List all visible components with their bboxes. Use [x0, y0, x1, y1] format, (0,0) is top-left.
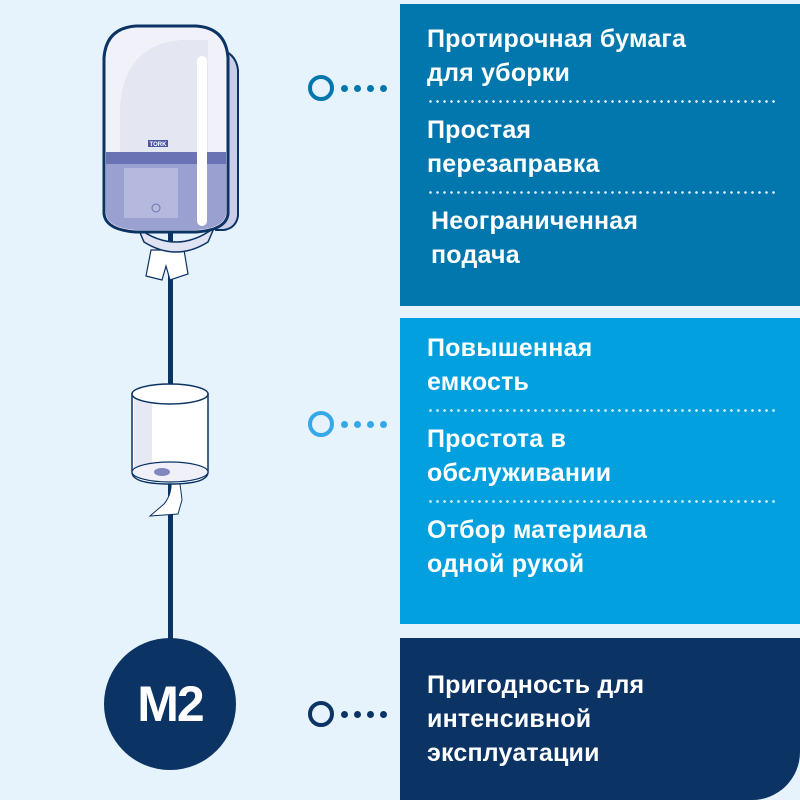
feature-text-line: Пригодность для — [427, 671, 645, 699]
feature-text-line: Повышенная — [427, 334, 593, 362]
feature-text-line: для уборки — [427, 59, 571, 87]
product-code-label: M2 — [137, 676, 204, 732]
dot-icon — [354, 420, 361, 428]
feature-text-line: перезаправка — [427, 150, 600, 178]
feature-text-line: подача — [431, 241, 520, 269]
dot-icon — [367, 420, 374, 428]
dot-icon — [380, 420, 387, 428]
dot-icon — [354, 84, 361, 92]
dot-icon — [341, 84, 348, 92]
dotted-divider — [427, 500, 777, 503]
dotted-divider — [427, 100, 777, 103]
dot-icon — [367, 84, 374, 92]
refill-roll-illustration — [131, 383, 209, 517]
dispenser-illustration: TORK — [102, 24, 239, 281]
connector-middle — [308, 410, 400, 438]
connector-bottom — [308, 700, 400, 728]
feature-item: Повышенная емкость — [427, 331, 778, 399]
dot-icon — [341, 420, 348, 428]
ring-icon — [308, 75, 334, 101]
dot-icon — [380, 84, 387, 92]
feature-item: Отбор материала одной рукой — [427, 513, 778, 581]
feature-text-line: одной рукой — [427, 550, 585, 578]
feature-text-line: интенсивной — [427, 705, 592, 733]
feature-text-line: Протирочная бумага — [427, 25, 687, 53]
dot-icon — [367, 710, 374, 718]
dispenser-brand-label: TORK — [150, 142, 168, 148]
ring-icon — [308, 411, 334, 437]
feature-item: Простая перезаправка — [427, 113, 778, 181]
product-code-badge: M2 — [104, 638, 236, 770]
connector-top — [308, 74, 400, 102]
feature-text-line: Отбор материала — [427, 516, 648, 544]
feature-item: Протирочная бумага для уборки — [427, 22, 778, 90]
feature-item: Пригодность для интенсивной эксплуатации — [427, 668, 778, 770]
feature-text-line: Простая — [427, 116, 532, 144]
dotted-divider — [427, 191, 777, 194]
feature-panel-system: Пригодность для интенсивной эксплуатации — [400, 638, 800, 800]
feature-panel-refill: Повышенная емкость Простота в обслуживан… — [400, 318, 800, 624]
dot-icon — [341, 710, 348, 718]
feature-text-line: Простота в — [427, 425, 567, 453]
dot-icon — [380, 710, 387, 718]
ring-icon — [308, 701, 334, 727]
dotted-divider — [427, 409, 777, 412]
feature-text-line: обслуживании — [427, 459, 612, 487]
dot-icon — [354, 710, 361, 718]
feature-item: Неограниченная подача — [427, 204, 778, 272]
feature-text-line: емкость — [427, 368, 530, 396]
feature-panel-dispenser: Протирочная бумага для уборки Простая пе… — [400, 4, 800, 306]
feature-text-line: Неограниченная — [431, 207, 639, 235]
feature-text-line: эксплуатации — [427, 739, 600, 767]
feature-item: Простота в обслуживании — [427, 422, 778, 490]
